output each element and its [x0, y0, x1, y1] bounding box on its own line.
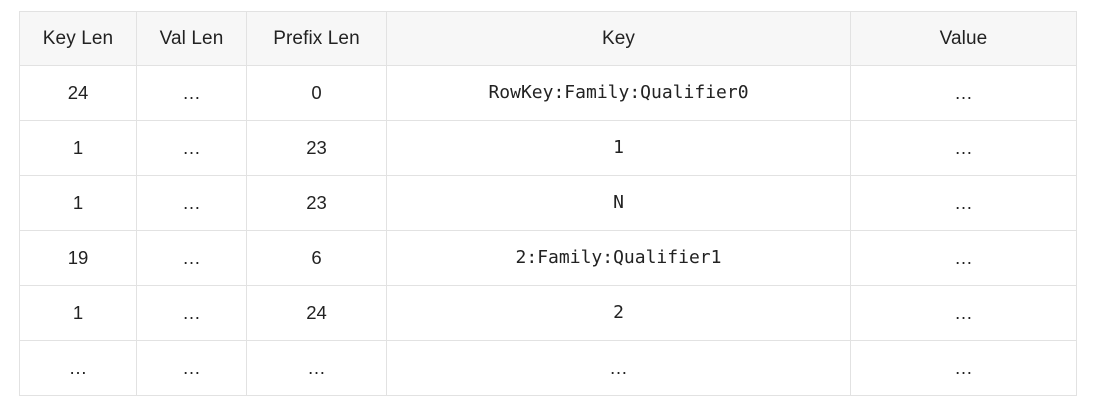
- cell-key-len-text: …: [68, 356, 88, 378]
- column-header-val-len-label: Val Len: [159, 28, 224, 49]
- key-value-table: Key Len Val Len Prefix Len Key Value: [19, 11, 1077, 396]
- cell-key: 1: [386, 120, 851, 176]
- cell-val-len-text: …: [182, 81, 201, 103]
- cell-value-text: …: [954, 356, 973, 378]
- cell-val-len-text: …: [182, 356, 201, 378]
- cell-key-len: …: [19, 340, 137, 396]
- column-header-key: Key: [386, 11, 851, 66]
- cell-prefix-len-text: …: [307, 356, 326, 378]
- cell-value: …: [850, 120, 1077, 176]
- cell-val-len: …: [136, 285, 247, 341]
- cell-prefix-len: 24: [246, 285, 387, 341]
- cell-value-text: …: [954, 301, 973, 323]
- cell-prefix-len-text: 0: [311, 81, 322, 103]
- cell-key-len: 1: [19, 175, 137, 231]
- cell-val-len: …: [136, 65, 247, 121]
- key-value-table-container: Key Len Val Len Prefix Len Key Value: [19, 11, 1077, 396]
- column-header-prefix-len: Prefix Len: [246, 11, 387, 66]
- cell-value-text: …: [954, 246, 973, 268]
- cell-key-len-text: 19: [67, 246, 89, 268]
- cell-prefix-len-text: 23: [306, 191, 327, 213]
- column-header-key-len: Key Len: [19, 11, 137, 66]
- cell-key-len: 1: [19, 285, 137, 341]
- cell-value: …: [850, 285, 1077, 341]
- cell-key-len-text: 1: [72, 301, 84, 323]
- cell-key: 2: [386, 285, 851, 341]
- column-header-key-len-label: Key Len: [42, 28, 114, 49]
- table-body: 24 … 0 RowKey:Family:Qualifier0 … 1: [19, 65, 1077, 396]
- cell-key: N: [386, 175, 851, 231]
- column-header-value: Value: [850, 11, 1077, 66]
- cell-value: …: [850, 65, 1077, 121]
- column-header-val-len: Val Len: [136, 11, 247, 66]
- cell-key: 2:Family:Qualifier1: [386, 230, 851, 286]
- cell-prefix-len: 6: [246, 230, 387, 286]
- cell-prefix-len-text: 24: [306, 301, 327, 323]
- cell-key-text: …: [609, 356, 628, 378]
- cell-key: …: [386, 340, 851, 396]
- cell-prefix-len-text: 23: [306, 136, 327, 158]
- table-row: 1 … 24 2 …: [19, 285, 1077, 341]
- cell-value-text: …: [954, 81, 973, 103]
- cell-value: …: [850, 230, 1077, 286]
- table-header: Key Len Val Len Prefix Len Key Value: [19, 11, 1077, 66]
- cell-value-text: …: [954, 191, 973, 213]
- cell-key-len-text: 1: [72, 136, 84, 158]
- cell-key-text: 1: [613, 137, 624, 158]
- cell-val-len-text: …: [182, 246, 201, 268]
- column-header-prefix-len-label: Prefix Len: [273, 28, 360, 49]
- column-header-value-label: Value: [939, 28, 988, 49]
- table-header-row: Key Len Val Len Prefix Len Key Value: [19, 11, 1077, 66]
- cell-value: …: [850, 175, 1077, 231]
- table-row: 19 … 6 2:Family:Qualifier1 …: [19, 230, 1077, 286]
- cell-key-text: 2: [613, 302, 624, 323]
- table-row: 1 … 23 N …: [19, 175, 1077, 231]
- cell-key: RowKey:Family:Qualifier0: [386, 65, 851, 121]
- cell-val-len: …: [136, 175, 247, 231]
- cell-key-len-text: 1: [72, 191, 84, 213]
- cell-prefix-len: 23: [246, 120, 387, 176]
- cell-key-len: 1: [19, 120, 137, 176]
- cell-key-len-text: 24: [67, 81, 89, 103]
- cell-value-text: …: [954, 136, 973, 158]
- cell-val-len-text: …: [182, 301, 201, 323]
- cell-val-len: …: [136, 120, 247, 176]
- cell-prefix-len-text: 6: [311, 246, 322, 268]
- table-row: 1 … 23 1 …: [19, 120, 1077, 176]
- column-header-key-label: Key: [601, 28, 636, 49]
- cell-key-len: 24: [19, 65, 137, 121]
- cell-key-len: 19: [19, 230, 137, 286]
- table-row: 24 … 0 RowKey:Family:Qualifier0 …: [19, 65, 1077, 121]
- cell-prefix-len: …: [246, 340, 387, 396]
- table-row: … … … … …: [19, 340, 1077, 396]
- cell-prefix-len: 23: [246, 175, 387, 231]
- cell-key-text: RowKey:Family:Qualifier0: [488, 82, 749, 103]
- cell-key-text: N: [613, 192, 624, 213]
- cell-prefix-len: 0: [246, 65, 387, 121]
- cell-val-len: …: [136, 230, 247, 286]
- cell-value: …: [850, 340, 1077, 396]
- cell-key-text: 2:Family:Qualifier1: [515, 247, 722, 268]
- cell-val-len-text: …: [182, 136, 201, 158]
- cell-val-len-text: …: [182, 191, 201, 213]
- cell-val-len: …: [136, 340, 247, 396]
